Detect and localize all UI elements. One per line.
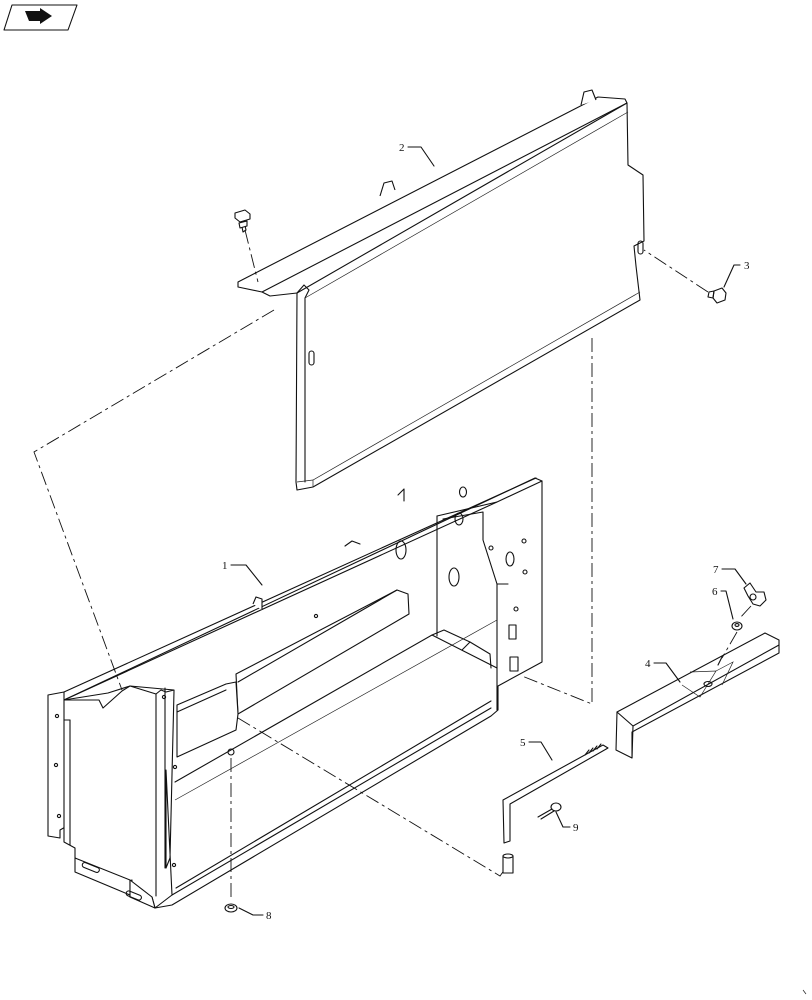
callout-3[interactable]: 3: [723, 260, 750, 288]
callout-8[interactable]: 8: [238, 907, 272, 922]
part-bolt: [643, 249, 727, 304]
callout-label: 5: [520, 737, 526, 749]
part-grommet: [224, 903, 238, 913]
part-cotter-pin: [537, 802, 562, 820]
part-battery-box: [47, 477, 543, 909]
part-rod: [502, 743, 609, 874]
corner-mark: [802, 989, 807, 995]
assembly-line-cover-left: [33, 309, 275, 691]
callout-1[interactable]: 1: [222, 560, 263, 586]
callout-label: 2: [399, 142, 405, 154]
callout-4[interactable]: 4: [645, 658, 681, 683]
callout-9[interactable]: 9: [555, 811, 579, 834]
part-washer: [721, 621, 743, 659]
callout-label: 6: [712, 586, 718, 598]
callout-label: 8: [266, 910, 272, 922]
callout-label: 1: [222, 560, 228, 572]
callout-2[interactable]: 2: [399, 142, 435, 167]
part-wing-nut: [738, 582, 767, 620]
callout-7[interactable]: 7: [713, 564, 747, 585]
top-bolt: [234, 209, 259, 283]
part-retainer-bar: [615, 632, 780, 759]
callout-label: 7: [713, 564, 719, 576]
part-cover: [237, 89, 645, 491]
callout-6[interactable]: 6: [712, 586, 734, 620]
assembly-line-floor: [237, 717, 511, 877]
callout-label: 9: [573, 822, 579, 834]
callout-label: 3: [744, 260, 750, 272]
callout-5[interactable]: 5: [520, 737, 553, 761]
arrow-right-icon: [25, 8, 52, 24]
callout-label: 4: [645, 658, 651, 670]
nav-badge[interactable]: [3, 4, 78, 31]
